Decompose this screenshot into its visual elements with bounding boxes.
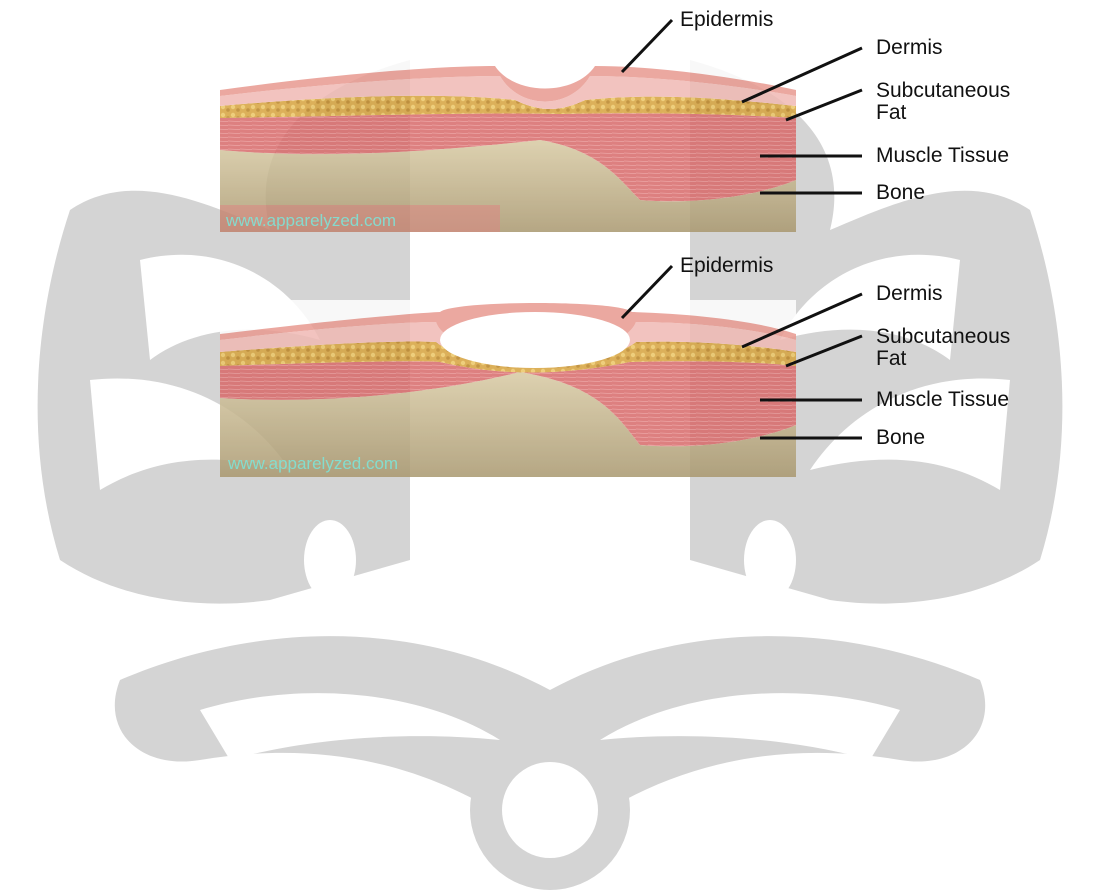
label-subcutaneous-fat-top: Subcutaneous Fat — [876, 80, 1010, 124]
skin-cross-section-bottom — [220, 300, 796, 477]
label-dermis-bottom: Dermis — [876, 283, 943, 305]
credit-watermark-top: www.apparelyzed.com — [225, 211, 396, 230]
label-fat-line2: Fat — [876, 348, 1010, 370]
label-epidermis-top: Epidermis — [680, 9, 773, 31]
label-muscle-tissue-bottom: Muscle Tissue — [876, 389, 1009, 411]
label-bone-bottom: Bone — [876, 427, 925, 449]
label-epidermis-bottom: Epidermis — [680, 255, 773, 277]
skin-cross-section-top — [220, 55, 796, 232]
label-fat-line2: Fat — [876, 102, 1010, 124]
label-fat-line1: Subcutaneous — [876, 326, 1010, 348]
label-subcutaneous-fat-bottom: Subcutaneous Fat — [876, 326, 1010, 370]
label-dermis-top: Dermis — [876, 37, 943, 59]
label-bone-top: Bone — [876, 182, 925, 204]
label-muscle-tissue-top: Muscle Tissue — [876, 145, 1009, 167]
credit-watermark-bottom: www.apparelyzed.com — [227, 454, 398, 473]
label-fat-line1: Subcutaneous — [876, 80, 1010, 102]
